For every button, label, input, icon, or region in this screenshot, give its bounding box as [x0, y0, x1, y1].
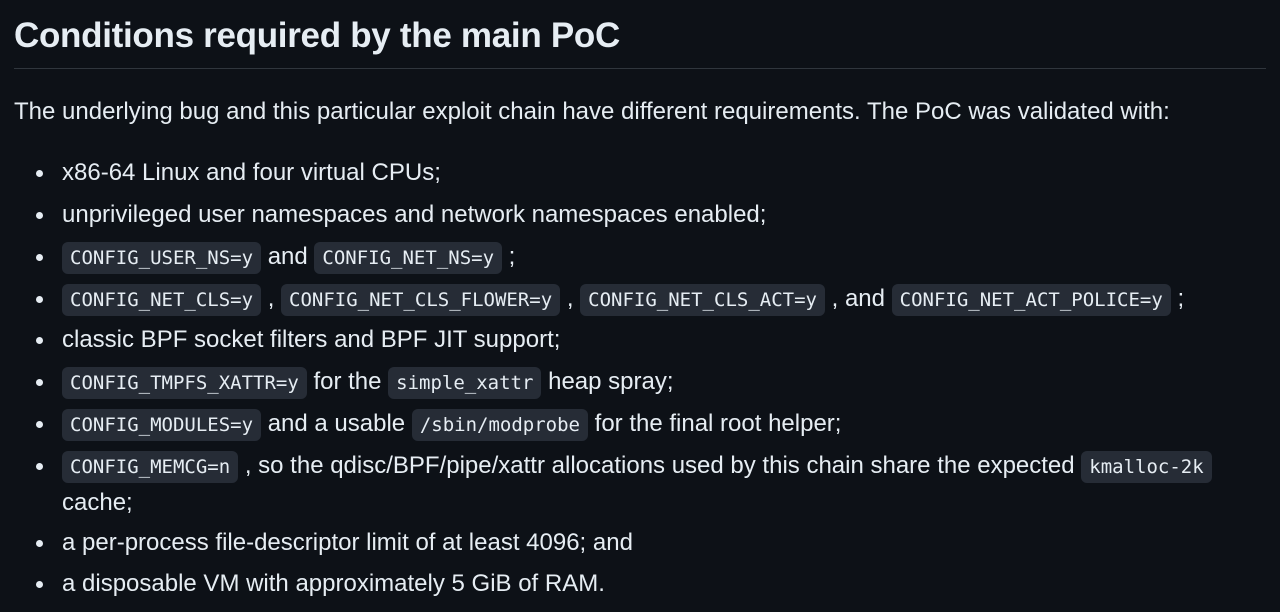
item-text: , so the qdisc/BPF/pipe/xattr allocation…: [238, 452, 1082, 479]
inline-code: CONFIG_USER_NS=y: [62, 242, 262, 274]
item-text: for the final root helper;: [587, 410, 842, 437]
intro-paragraph: The underlying bug and this particular e…: [14, 98, 1170, 125]
list-item: CONFIG_TMPFS_XATTR=y for the simple_xatt…: [36, 364, 674, 401]
inline-code: CONFIG_NET_CLS=y: [62, 284, 262, 316]
list-item: x86-64 Linux and four virtual CPUs;: [36, 155, 441, 190]
item-text: and a usable: [261, 410, 412, 437]
inline-code: CONFIG_MEMCG=n: [62, 451, 239, 483]
heading-divider: [14, 68, 1266, 69]
inline-code: CONFIG_NET_NS=y: [314, 242, 503, 274]
list-item: unprivileged user namespaces and network…: [35, 197, 767, 232]
item-text: heap spray;: [541, 368, 674, 395]
inline-code: kmalloc-2k: [1081, 451, 1212, 483]
item-text: x86-64 Linux and four virtual CPUs;: [62, 159, 441, 186]
item-text: ,: [261, 285, 282, 312]
item-text: ,: [560, 285, 581, 312]
item-text: a per-process file-descriptor limit of a…: [62, 529, 633, 556]
inline-code: CONFIG_NET_CLS_ACT=y: [580, 284, 825, 316]
item-text: classic BPF socket filters and BPF JIT s…: [62, 326, 561, 353]
inline-code: CONFIG_NET_ACT_POLICE=y: [891, 284, 1171, 316]
item-text: unprivileged user namespaces and network…: [62, 201, 767, 228]
item-text: , and: [824, 285, 892, 312]
list-item: CONFIG_USER_NS=y and CONFIG_NET_NS=y ;: [35, 239, 516, 276]
list-item: CONFIG_MEMCG=n , so the qdisc/BPF/pipe/x…: [36, 448, 1212, 520]
item-text: ;: [1170, 285, 1185, 312]
list-item: CONFIG_NET_CLS=y , CONFIG_NET_CLS_FLOWER…: [35, 281, 1185, 318]
inline-code: CONFIG_TMPFS_XATTR=y: [62, 367, 307, 399]
item-text: ;: [502, 243, 516, 270]
list-item: classic BPF socket filters and BPF JIT s…: [35, 322, 561, 357]
list-item: a per-process file-descriptor limit of a…: [36, 525, 633, 560]
section-heading: Conditions required by the main PoC: [14, 16, 620, 55]
inline-code: CONFIG_NET_CLS_FLOWER=y: [281, 284, 561, 316]
inline-code: /sbin/modprobe: [411, 409, 588, 441]
inline-code: simple_xattr: [388, 367, 542, 399]
inline-code: CONFIG_MODULES=y: [62, 409, 262, 441]
item-text: a disposable VM with approximately 5 GiB…: [62, 570, 605, 597]
list-item: CONFIG_MODULES=y and a usable /sbin/modp…: [35, 406, 842, 443]
item-text: and: [261, 243, 315, 270]
item-text: for the: [306, 368, 389, 395]
list-item: a disposable VM with approximately 5 GiB…: [36, 566, 605, 601]
item-text: cache;: [62, 489, 133, 516]
